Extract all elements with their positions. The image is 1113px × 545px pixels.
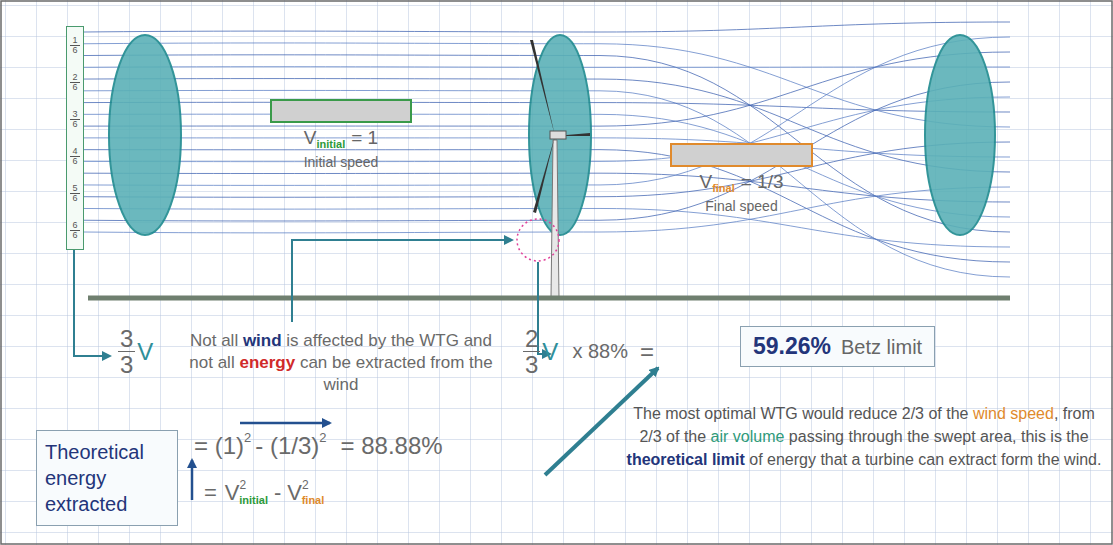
result: = 88.88% [341, 432, 443, 460]
fraction: 33 [118, 326, 135, 377]
note: Not all wind is affected by the WTG and … [186, 330, 496, 396]
streamline [84, 22, 1010, 32]
denominator: 6 [72, 194, 77, 203]
caption: Initial speed [304, 154, 379, 170]
numerator: 3 [70, 110, 79, 120]
denominator: 6 [72, 120, 77, 129]
exponent: 2 [302, 478, 309, 492]
note-part: wind [243, 331, 282, 350]
note-part: air volume [711, 428, 785, 445]
note-part: The most optimal WTG would reduce 2/3 of… [633, 405, 968, 422]
symbol: V [542, 338, 558, 366]
numerator: 4 [70, 147, 79, 157]
fraction: 36 [70, 110, 79, 130]
numerator: 5 [70, 184, 79, 194]
value: = 1/3 [741, 171, 784, 193]
subscript: initial [239, 494, 268, 506]
result-box: 59.26% Betz limit [740, 326, 935, 367]
box-title: Theoretical energy extracted [45, 439, 169, 517]
symbol: V [225, 480, 240, 506]
denominator: 3 [525, 352, 538, 377]
equals: = [204, 480, 217, 506]
note-part: Not all [190, 331, 238, 350]
numerator: 3 [118, 326, 135, 352]
title-box: Theoretical energy extracted [36, 430, 178, 526]
symbol: V [287, 480, 302, 506]
fraction: 23 [523, 326, 540, 377]
note-part: wind speed [973, 405, 1054, 422]
rotor-disc [529, 35, 591, 235]
subscript: final [302, 494, 325, 506]
wind-turbine [530, 40, 590, 298]
minus: - [274, 480, 281, 506]
speed-value: Vfinal = 1/3 [670, 171, 813, 194]
term: = (1) [194, 432, 244, 460]
numerator: 6 [70, 221, 79, 231]
denominator: 6 [72, 83, 77, 92]
note-part: of energy that a turbine can extract for… [749, 451, 1101, 468]
note-part: theoretical limit [627, 451, 745, 468]
fraction: 16 [70, 36, 79, 56]
tip-highlight [517, 219, 559, 261]
subscript: final [712, 182, 735, 194]
exponent: 2 [244, 430, 251, 445]
streamlines [84, 22, 1010, 277]
note: The most optimal WTG would reduce 2/3 of… [622, 402, 1106, 472]
rotor-fraction: 23Vx 88% = [523, 326, 654, 377]
note-part: passing through the swept area, this is … [789, 428, 1089, 445]
exponent: 2 [240, 478, 247, 492]
fraction: 26 [70, 73, 79, 93]
subscript: initial [317, 138, 346, 150]
numerator: 2 [523, 326, 540, 352]
equals: = [640, 338, 654, 366]
result-label: Betz limit [841, 336, 922, 359]
note-part: energy [239, 353, 295, 372]
equation: =V2initial-V2final [204, 478, 324, 506]
symbol: V [304, 127, 317, 149]
denominator: 6 [72, 231, 77, 240]
result-value: 59.26% [753, 333, 831, 360]
caption-row: Final speed [670, 198, 813, 214]
symbol: V [137, 338, 153, 366]
denominator: 3 [120, 352, 133, 377]
speed-value: Vinitial = 1 [270, 127, 412, 150]
fraction-column: 162636465666 [66, 26, 84, 250]
speed-bar [270, 99, 412, 123]
caption-row: Initial speed [270, 154, 412, 170]
equation: = (1)2- (1/3)2= 88.88% [194, 430, 443, 460]
direction-arrow [240, 422, 330, 425]
exponent: 2 [319, 430, 326, 445]
numerator: 2 [70, 73, 79, 83]
leader-arrow [74, 250, 110, 356]
value: = 1 [351, 127, 378, 149]
caption: Final speed [705, 198, 777, 214]
fraction: 56 [70, 184, 79, 204]
initial-speed-box: Vinitial = 1 Initial speed [270, 99, 412, 170]
symbol: V [699, 171, 712, 193]
direction-arrow [191, 460, 194, 500]
term: - (1/3) [255, 432, 319, 460]
outlet-disc [925, 35, 995, 235]
fraction: 66 [70, 221, 79, 241]
fraction: 46 [70, 147, 79, 167]
ground [88, 296, 1010, 301]
leader-arrow [292, 240, 512, 322]
factor: x 88% [572, 340, 628, 363]
speed-bar [670, 143, 813, 167]
inlet-disc [109, 35, 181, 235]
speed-fraction: 33V [118, 326, 153, 377]
denominator: 6 [72, 157, 77, 166]
numerator: 1 [70, 36, 79, 46]
denominator: 6 [72, 46, 77, 55]
note-part: can be extracted from the wind [300, 353, 498, 394]
final-speed-box: Vfinal = 1/3Final speed [670, 143, 813, 214]
